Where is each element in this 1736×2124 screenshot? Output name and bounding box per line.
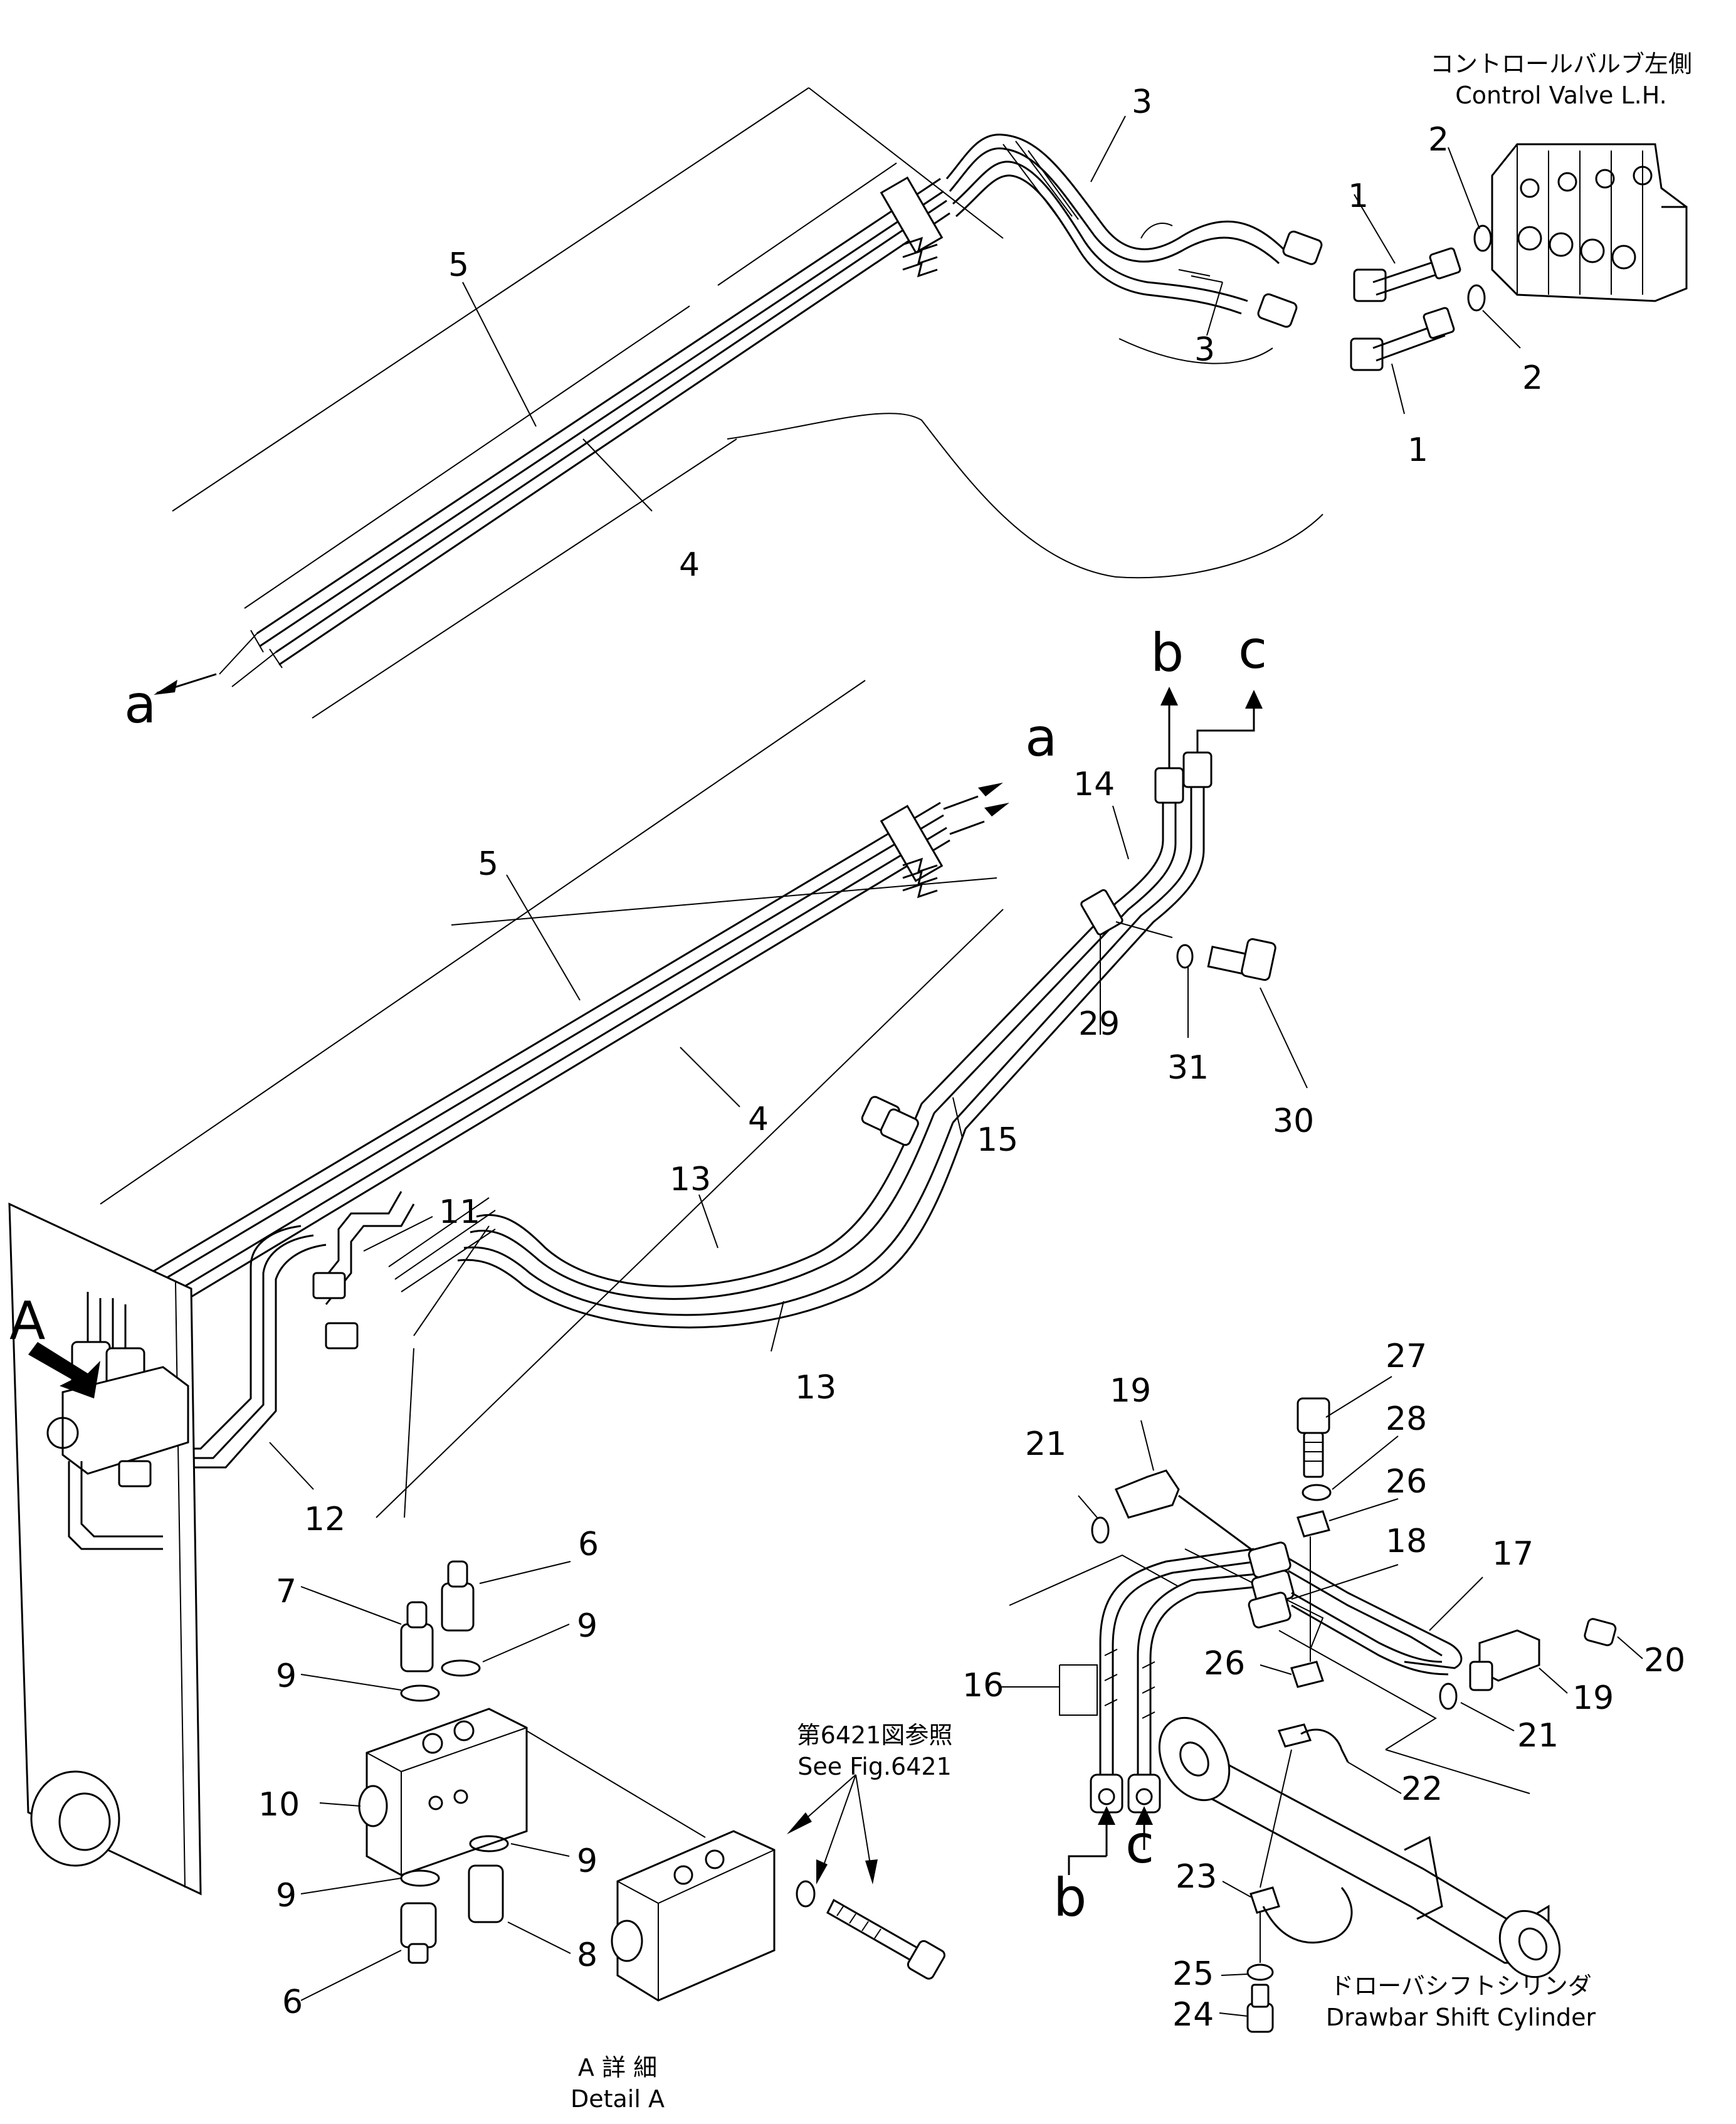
part-16: 16: [962, 1667, 1004, 1704]
pipe-11-12: [150, 1191, 496, 1469]
part-13-top: 13: [670, 1161, 711, 1198]
part-9-c: 9: [577, 1842, 597, 1880]
part-25: 25: [1172, 1955, 1214, 1993]
part-2-bottom: 2: [1522, 359, 1543, 397]
elbow-fitting-1a: [1353, 268, 1387, 302]
fitting-c: [1182, 751, 1213, 788]
drawbar-shift-cylinder: [1177, 1741, 1550, 1964]
part-5-middle: 5: [478, 845, 498, 883]
leaders-upper: [462, 115, 1521, 512]
part-3-top: 3: [1132, 83, 1152, 121]
part-2-top: 2: [1428, 121, 1449, 159]
hose-13: [457, 1096, 967, 1329]
marker-a-upper: [154, 673, 217, 695]
marker-c-bottom: c: [1125, 1814, 1154, 1875]
part-21-top: 21: [1025, 1425, 1066, 1463]
see-fig-en: See Fig.6421: [797, 1753, 952, 1780]
o-ring-9c: [469, 1835, 509, 1852]
see-fig-jp: 第6421図参照: [797, 1721, 953, 1749]
marker-b-top: b: [1150, 622, 1184, 684]
control-valve-title-en: Control Valve L.H.: [1455, 82, 1667, 109]
part-26-bottom: 26: [1204, 1645, 1245, 1683]
part-30: 30: [1273, 1102, 1314, 1140]
o-ring-9a: [441, 1659, 481, 1677]
part-31: 31: [1167, 1049, 1209, 1087]
part-1-top: 1: [1348, 177, 1369, 215]
pipe-4-5-middle: [150, 783, 1009, 1315]
part-29: 29: [1078, 1005, 1120, 1043]
part-4-upper: 4: [679, 546, 700, 584]
control-valve-body: [1491, 143, 1688, 302]
part-10: 10: [258, 1786, 300, 1824]
part-23: 23: [1176, 1858, 1217, 1896]
part-13-bottom: 13: [795, 1369, 836, 1407]
clamp-29: [1080, 889, 1123, 936]
part-22: 22: [1401, 1770, 1443, 1808]
part-24: 24: [1172, 1996, 1214, 2034]
part-15: 15: [977, 1121, 1018, 1159]
cylinder-section: [1000, 1376, 1643, 2033]
marker-A: [28, 1342, 100, 1398]
part-18: 18: [1386, 1523, 1427, 1560]
o-ring-21b: [1439, 1683, 1458, 1710]
o-ring-21a: [1091, 1516, 1110, 1544]
part-19-bottom: 19: [1572, 1679, 1614, 1717]
elbow-11a: [312, 1272, 346, 1299]
cylinder-label-en: Drawbar Shift Cylinder: [1326, 2004, 1596, 2031]
part-8: 8: [577, 1936, 597, 1974]
o-ring-2b: [1467, 284, 1486, 312]
marker-a-upper-label: a: [124, 674, 156, 735]
part-12: 12: [304, 1501, 345, 1538]
o-ring-2a: [1473, 225, 1492, 252]
part-1-bottom: 1: [1407, 431, 1428, 469]
valve-block-detail: [616, 1830, 776, 2002]
part-27: 27: [1386, 1338, 1427, 1375]
control-valve-title-jp: コントロールバルブ左側: [1430, 50, 1692, 78]
detail-a-jp: A 詳 細: [578, 2054, 657, 2081]
control-valve-area: [1350, 143, 1688, 371]
part-3-bottom: 3: [1194, 331, 1215, 369]
labels: コントロールバルブ左側 Control Valve L.H. 3 2 1 5 3…: [9, 50, 1692, 2113]
marker-c-top: c: [1238, 619, 1267, 680]
upper-frame: [172, 87, 1323, 719]
middle-frame: [100, 680, 1004, 1518]
part-9-b: 9: [276, 1657, 297, 1695]
leaders-middle: [269, 805, 1308, 1490]
marker-A-label: A: [9, 1290, 45, 1351]
hose-3: [945, 134, 1323, 328]
marker-a-middle-label: a: [1025, 707, 1057, 768]
marker-b-bottom: b: [1053, 1867, 1086, 1928]
part-5-upper: 5: [448, 246, 469, 284]
part-19-top: 19: [1110, 1372, 1151, 1410]
rear-plate: [8, 1202, 202, 1896]
cylinder-label-jp: ドローバシフトシリンダ: [1330, 1972, 1592, 2000]
part-21-bottom: 21: [1517, 1717, 1559, 1755]
pipe-4-5-upper: [219, 176, 950, 687]
part-9-d: 9: [276, 1877, 297, 1915]
valve-block-10: [366, 1708, 528, 1876]
elbow-fitting-1b: [1350, 337, 1384, 371]
o-ring-9d: [400, 1869, 440, 1887]
fitting-b: [1154, 767, 1184, 804]
part-14: 14: [1073, 766, 1115, 803]
part-4-middle: 4: [748, 1101, 769, 1138]
hose-14-15: [920, 687, 1276, 1130]
part-6-lower: 6: [282, 1984, 303, 2021]
part-28: 28: [1386, 1400, 1427, 1438]
part-20: 20: [1644, 1642, 1685, 1679]
part-26-top: 26: [1386, 1463, 1427, 1501]
part-6-upper: 6: [578, 1526, 599, 1563]
detail-a-en: Detail A: [571, 2085, 665, 2113]
part-9-a: 9: [577, 1607, 597, 1645]
o-ring-9b: [400, 1684, 440, 1702]
part-17: 17: [1492, 1535, 1533, 1573]
part-7: 7: [276, 1573, 297, 1610]
elbow-11b: [325, 1322, 359, 1350]
detail-a: [300, 1560, 945, 2002]
part-11: 11: [439, 1193, 480, 1231]
